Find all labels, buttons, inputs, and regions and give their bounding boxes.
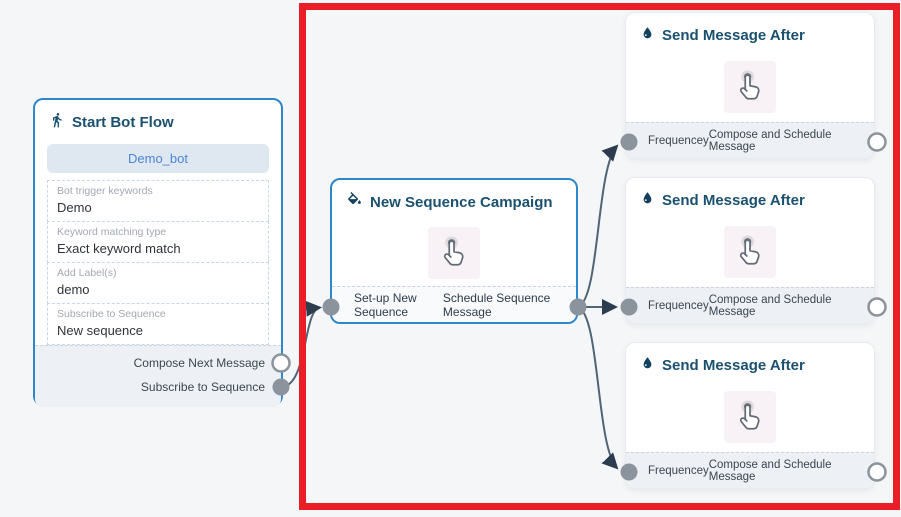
edge-campaign-to-send1 [577,144,619,308]
walking-person-icon [49,112,65,132]
output-compose-and-schedule-message-label: Compose and Schedule Message [708,128,832,153]
node-title: Send Message After [662,26,805,44]
output-compose-and-schedule-message-label: Compose and Schedule Message [708,458,832,483]
send-message-after-header: Send Message After [626,343,874,381]
field-value: Demo [57,200,92,215]
water-drop-icon [640,25,655,45]
field-value: New sequence [57,323,143,338]
output-schedule-sequence-message-label: Schedule Sequence Message [442,290,551,319]
send-message-after-body [626,51,874,122]
field-label: Keyword matching type [57,226,167,238]
paint-bucket-icon [346,192,363,213]
tap-click-hand-icon[interactable] [724,225,776,278]
port-compose-schedule-output-1[interactable] [867,132,887,152]
send-message-after-footer: Frequencey Compose and Schedule Message [626,452,874,488]
field-bot-trigger-keywords[interactable]: Bot trigger keywords Demo [47,180,269,222]
node-title: Start Bot Flow [72,113,174,131]
edge-subscribe-to-setup [280,300,322,388]
field-add-labels[interactable]: Add Label(s) demo [47,262,269,304]
start-bot-flow-node[interactable]: Start Bot Flow Demo_bot Bot trigger keyw… [33,98,283,407]
start-bot-flow-header: Start Bot Flow [35,100,281,138]
tap-click-hand-icon[interactable] [428,226,480,279]
send-message-after-node-1[interactable]: Send Message After Frequencey Compose an… [625,12,875,159]
port-compose-next-message-output[interactable] [271,353,291,373]
port-frequencey-input-2[interactable] [620,298,638,316]
input-frequencey-label: Frequencey [648,134,709,147]
send-message-after-body [626,381,874,452]
bot-name-button[interactable]: Demo_bot [47,144,269,173]
node-title: New Sequence Campaign [370,194,553,211]
new-sequence-campaign-footer: Set-up New Sequence Schedule Sequence Me… [332,286,576,322]
send-message-after-footer: Frequencey Compose and Schedule Message [626,122,874,158]
port-compose-schedule-output-2[interactable] [867,297,887,317]
field-value: demo [57,282,90,297]
field-label: Add Label(s) [57,267,117,279]
node-title: Send Message After [662,356,805,374]
field-label: Bot trigger keywords [57,185,153,197]
output-compose-next-message-label: Compose Next Message [133,356,265,370]
send-message-after-footer: Frequencey Compose and Schedule Message [626,287,874,323]
field-subscribe-to-sequence[interactable]: Subscribe to Sequence New sequence [47,303,269,345]
input-frequencey-label: Frequencey [648,299,709,312]
start-bot-flow-footer: Compose Next Message Subscribe to Sequen… [35,345,281,407]
send-message-after-header: Send Message After [626,13,874,51]
port-compose-schedule-output-3[interactable] [867,462,887,482]
port-subscribe-to-sequence-output[interactable] [272,378,290,396]
field-label: Subscribe to Sequence [57,308,166,320]
send-message-after-header: Send Message After [626,178,874,216]
field-value: Exact keyword match [57,241,181,256]
new-sequence-campaign-node[interactable]: New Sequence Campaign Set-up New Sequenc… [330,178,578,324]
send-message-after-node-2[interactable]: Send Message After Frequencey Compose an… [625,177,875,324]
send-message-after-body [626,216,874,287]
port-frequencey-input-1[interactable] [620,133,638,151]
field-keyword-matching-type[interactable]: Keyword matching type Exact keyword matc… [47,221,269,263]
start-bot-flow-fields: Bot trigger keywords Demo Keyword matchi… [47,180,269,345]
tap-click-hand-icon[interactable] [724,390,776,443]
new-sequence-campaign-header: New Sequence Campaign [332,180,576,219]
send-message-after-node-3[interactable]: Send Message After Frequencey Compose an… [625,342,875,489]
port-schedule-sequence-message-output[interactable] [569,298,587,316]
node-title: Send Message After [662,191,805,209]
output-subscribe-to-sequence-label: Subscribe to Sequence [140,380,265,394]
tap-click-hand-icon[interactable] [724,60,776,113]
port-frequencey-input-3[interactable] [620,463,638,481]
input-set-up-new-sequence-label: Set-up New Sequence [354,290,417,319]
output-compose-and-schedule-message-label: Compose and Schedule Message [708,293,832,318]
input-frequencey-label: Frequencey [648,464,709,477]
port-setup-new-sequence-input[interactable] [322,298,340,316]
new-sequence-campaign-body [332,219,576,286]
water-drop-icon [640,190,655,210]
water-drop-icon [640,355,655,375]
edge-campaign-to-send3 [577,306,619,470]
